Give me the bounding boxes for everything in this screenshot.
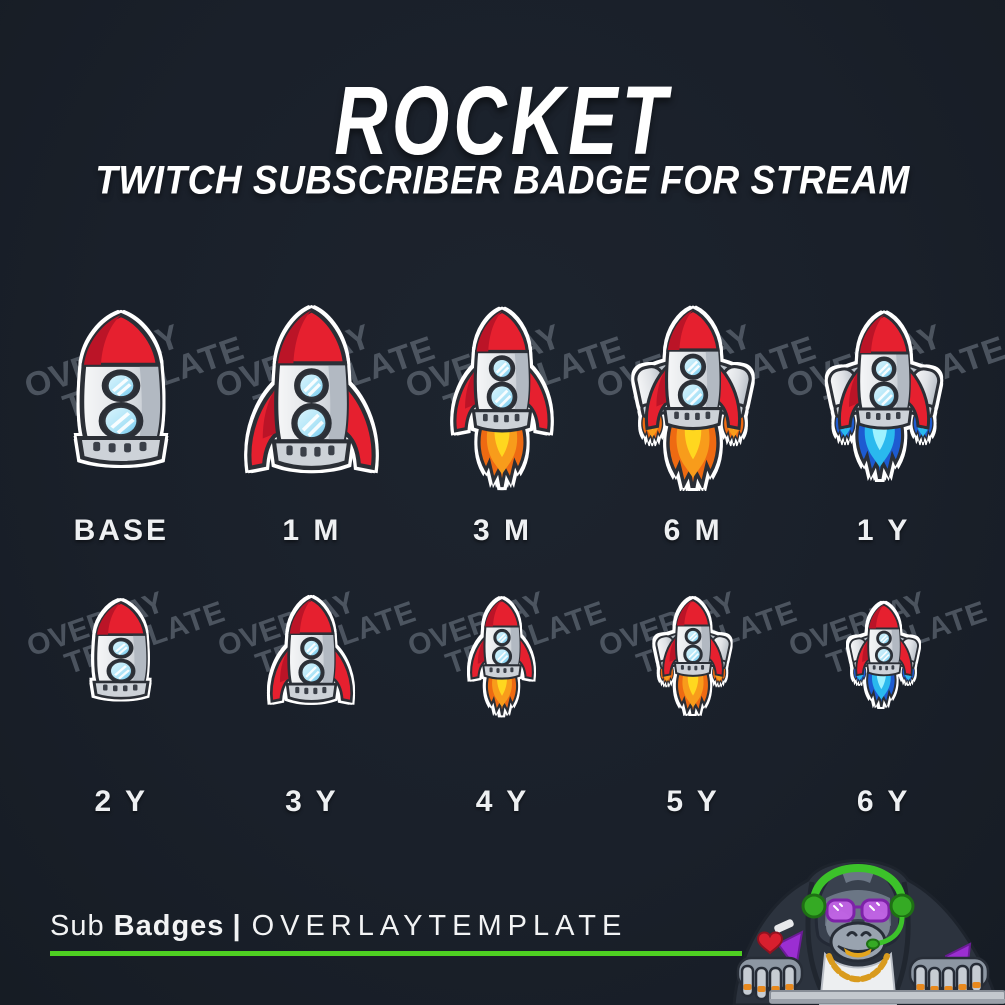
accent-underline <box>50 951 742 956</box>
mascot-left-hand <box>736 956 804 1001</box>
microphone-icon <box>866 938 880 950</box>
badge-cell-3m: OVERLAYTEMPLATE 3 M <box>401 288 631 548</box>
badge-cell-5y: OVERLAYTEMPLATE 5 Y <box>595 575 802 819</box>
badge-label: 5 Y <box>666 785 720 818</box>
keyboard <box>769 990 1005 1004</box>
brand-separator: | <box>232 910 242 942</box>
badge-cell-6m: OVERLAYTEMPLATE 6 M <box>591 288 821 548</box>
rocket-capsule-badge-icon <box>88 597 154 701</box>
rocket-fins-orange-flame-badge-icon <box>468 596 536 718</box>
badge-label: 1 Y <box>856 514 911 547</box>
rocket-fins-orange-flame-badge-icon <box>450 305 554 491</box>
badge-label: 6 M <box>663 514 723 547</box>
badge-label: 3 M <box>472 514 532 547</box>
badge-cell-2y: OVERLAYTEMPLATE 2 Y <box>23 575 230 819</box>
page-subtitle: TWITCH SUBSCRIBER BADGE FOR STREAM <box>95 158 910 203</box>
rocket-fins-badge-icon <box>267 594 356 704</box>
mascot-head <box>801 862 915 963</box>
badge-label: 6 Y <box>856 785 911 818</box>
badge-cell-1m: OVERLAYTEMPLATE 1 M <box>210 288 440 548</box>
badge-label: BASE <box>73 514 169 547</box>
badge-cell-1y: OVERLAYTEMPLATE 1 Y <box>782 288 1005 548</box>
site-name: OVERLAYTEMPLATE <box>251 910 628 942</box>
heart-tattoo <box>756 931 784 955</box>
gold-chain <box>826 953 890 983</box>
badge-label: 4 Y <box>475 785 530 818</box>
headphones <box>801 864 915 950</box>
badge-label: 1 M <box>282 514 342 547</box>
rocket-boosters-blue-flame-badge-icon <box>846 601 922 707</box>
badge-label: 2 Y <box>94 785 149 818</box>
brand-bold: Badges <box>113 910 225 942</box>
gold-teeth <box>844 948 872 958</box>
rocket-capsule-badge-icon <box>70 307 172 467</box>
rocket-boosters-orange-flame-badge-icon <box>629 304 757 488</box>
rocket-boosters-orange-flame-badge-icon <box>652 596 734 714</box>
badge-row-months: OVERLAYTEMPLATE BASE OVERLAYTEMPLATE 1 M… <box>20 288 1005 548</box>
brand-prefix: Sub <box>50 910 105 942</box>
footer-brand: Sub Badges| OVERLAYTEMPLATE <box>50 910 627 943</box>
badge-row-years: OVERLAYTEMPLATE 2 Y OVERLAYTEMPLATE 3 Y … <box>23 575 992 819</box>
rocket-fins-badge-icon <box>243 302 380 472</box>
badge-cell-base: OVERLAYTEMPLATE BASE <box>20 288 249 548</box>
gorilla-streamer-mascot <box>732 859 1005 1005</box>
page-title: ROCKET <box>334 65 671 175</box>
badge-label: 3 Y <box>285 785 339 818</box>
rocket-boosters-blue-flame-badge-icon <box>823 309 945 479</box>
badge-cell-6y: OVERLAYTEMPLATE 6 Y <box>785 575 992 819</box>
purple-glasses <box>825 898 891 923</box>
